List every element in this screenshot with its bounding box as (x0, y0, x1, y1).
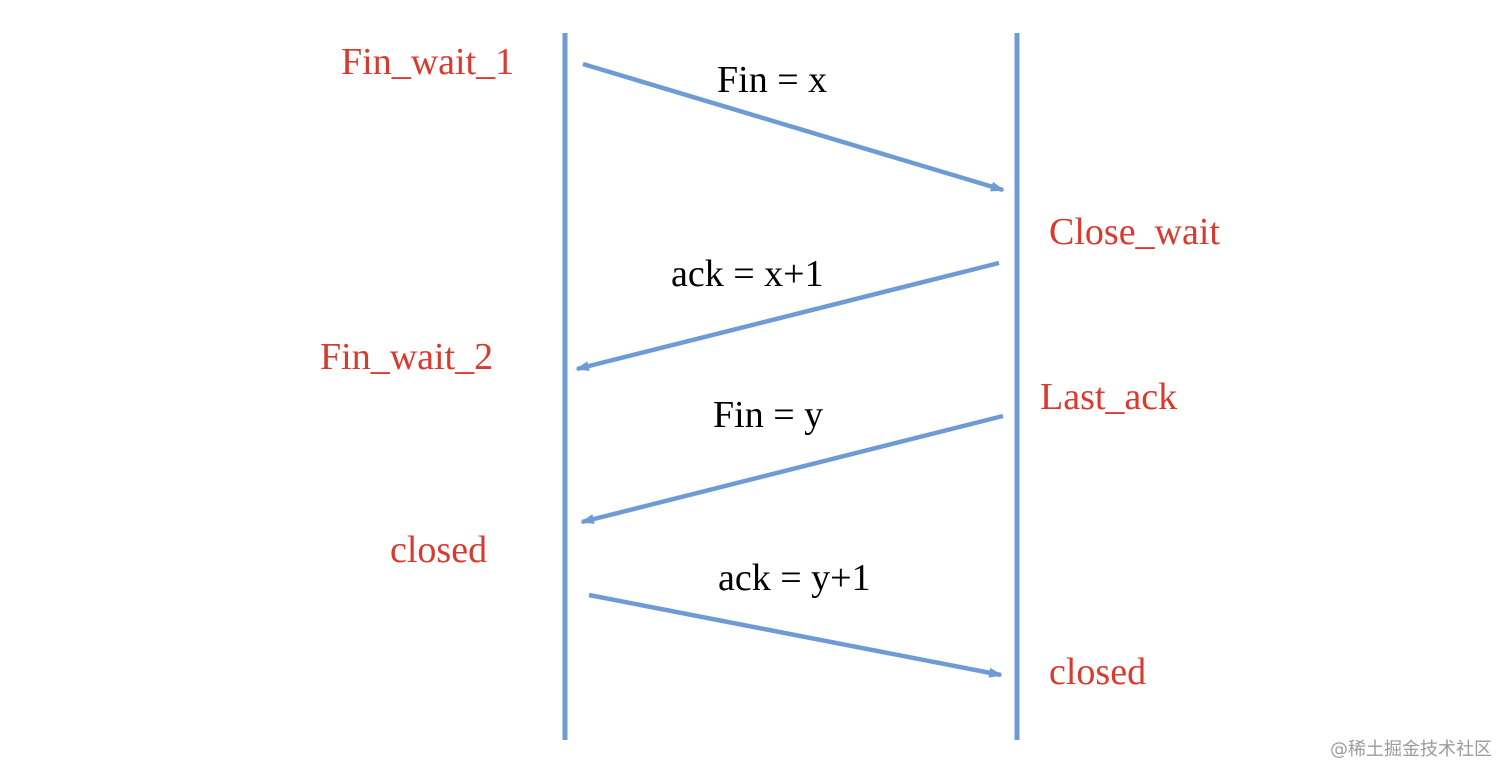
ack-x1-arrow (575, 260, 1000, 372)
ack-y1-label: ack = y+1 (718, 557, 871, 599)
fin-x-label: Fin = x (717, 59, 827, 101)
watermark-text: @稀土掘金技术社区 (1330, 739, 1492, 760)
state-closed-right: closed (1049, 651, 1146, 693)
state-fin-wait-2: Fin_wait_2 (320, 336, 493, 378)
fin-x-arrow (582, 61, 1005, 193)
state-closed-left: closed (390, 529, 487, 571)
state-last-ack: Last_ack (1040, 376, 1177, 418)
fin-y-label: Fin = y (713, 394, 823, 436)
state-fin-wait-1: Fin_wait_1 (341, 41, 514, 83)
ack-y1-arrow (588, 592, 1003, 678)
state-close-wait: Close_wait (1049, 211, 1220, 253)
fin-y-arrow (580, 413, 1004, 525)
ack-x1-label: ack = x+1 (671, 253, 824, 295)
